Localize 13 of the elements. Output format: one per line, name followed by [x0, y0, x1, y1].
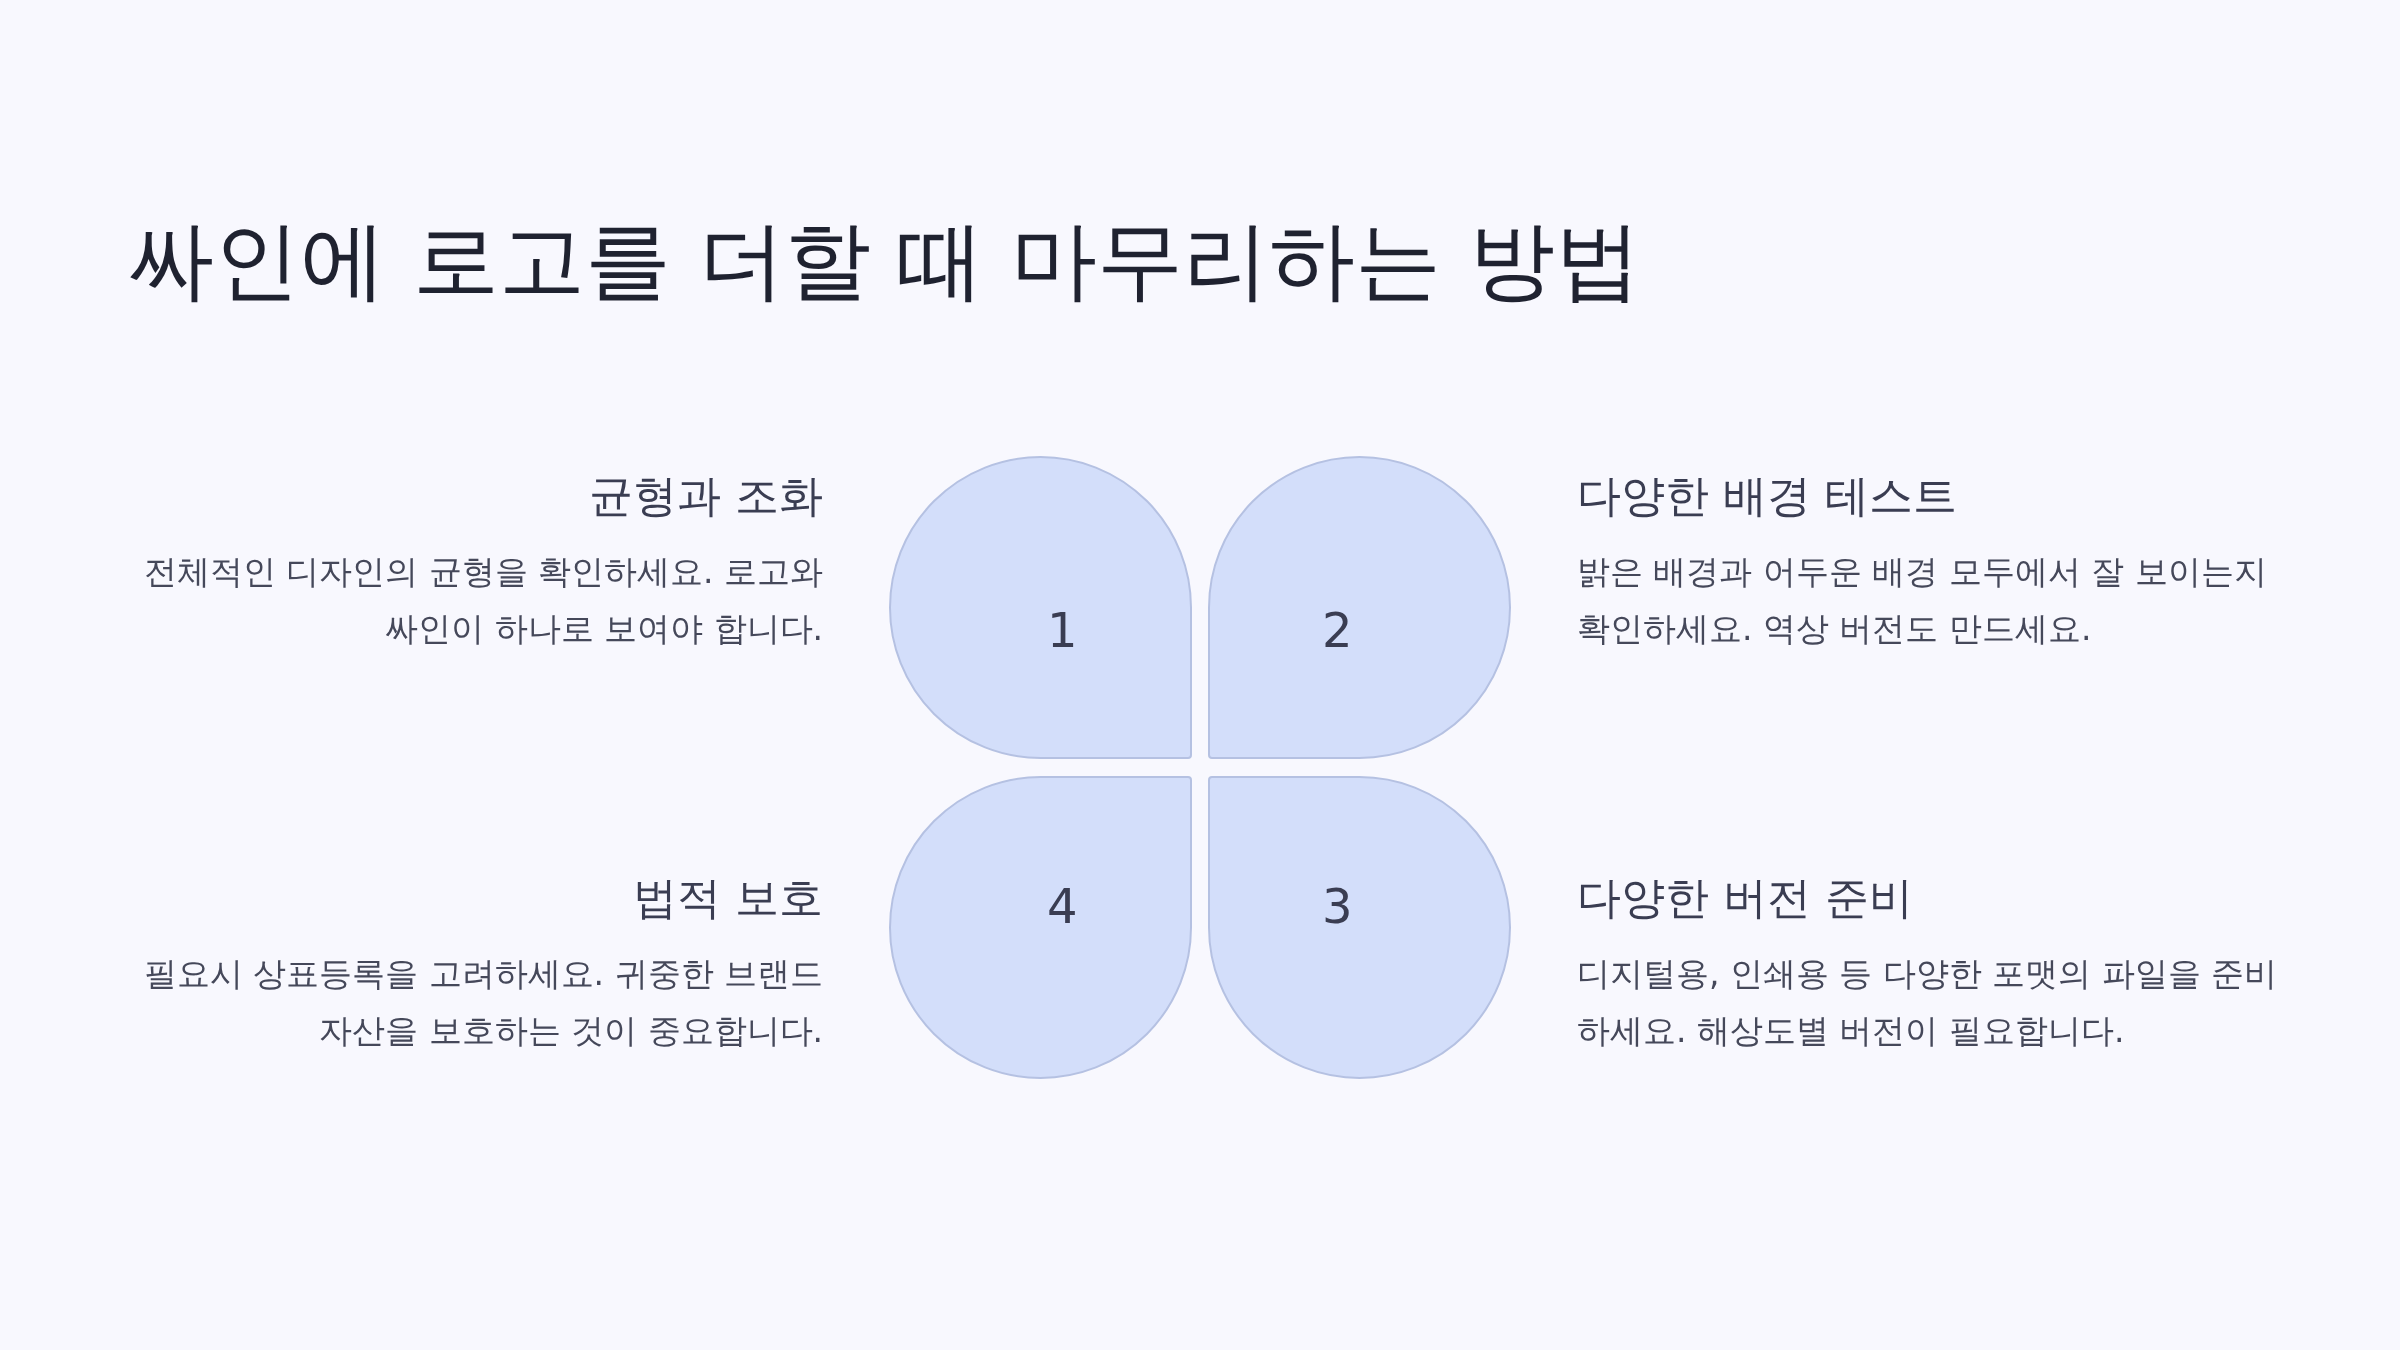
step-number: 4 [1047, 877, 1078, 934]
step-heading: 균형과 조화 [589, 469, 823, 523]
step-number: 1 [1047, 601, 1078, 658]
step-description: 디지털용, 인쇄용 등 다양한 포맷의 파일을 준비하세요. 해상도별 버전이 필요합니다. [1577, 953, 2279, 1052]
step-description: 전체적인 디자인의 균형을 확인하세요. 로고와 싸인이 하나로 보여야 합니다. [142, 551, 823, 650]
step-heading: 다양한 배경 테스트 [1577, 469, 1957, 523]
step-heading: 다양한 버전 준비 [1577, 871, 1913, 925]
step-description: 밝은 배경과 어두운 배경 모두에서 잘 보이는지 확인하세요. 역상 버전도 만드세요. [1577, 551, 2268, 650]
title: 싸인에 로고를 더할 때 마무리하는 방법 [128, 209, 1641, 312]
step-description: 필요시 상표등록을 고려하세요. 귀중한 브랜드 자산을 보호하는 것이 중요합니다. [142, 953, 823, 1052]
step-number: 3 [1322, 877, 1353, 934]
step-number: 2 [1322, 601, 1353, 658]
step-heading: 법적 보호 [633, 871, 823, 925]
